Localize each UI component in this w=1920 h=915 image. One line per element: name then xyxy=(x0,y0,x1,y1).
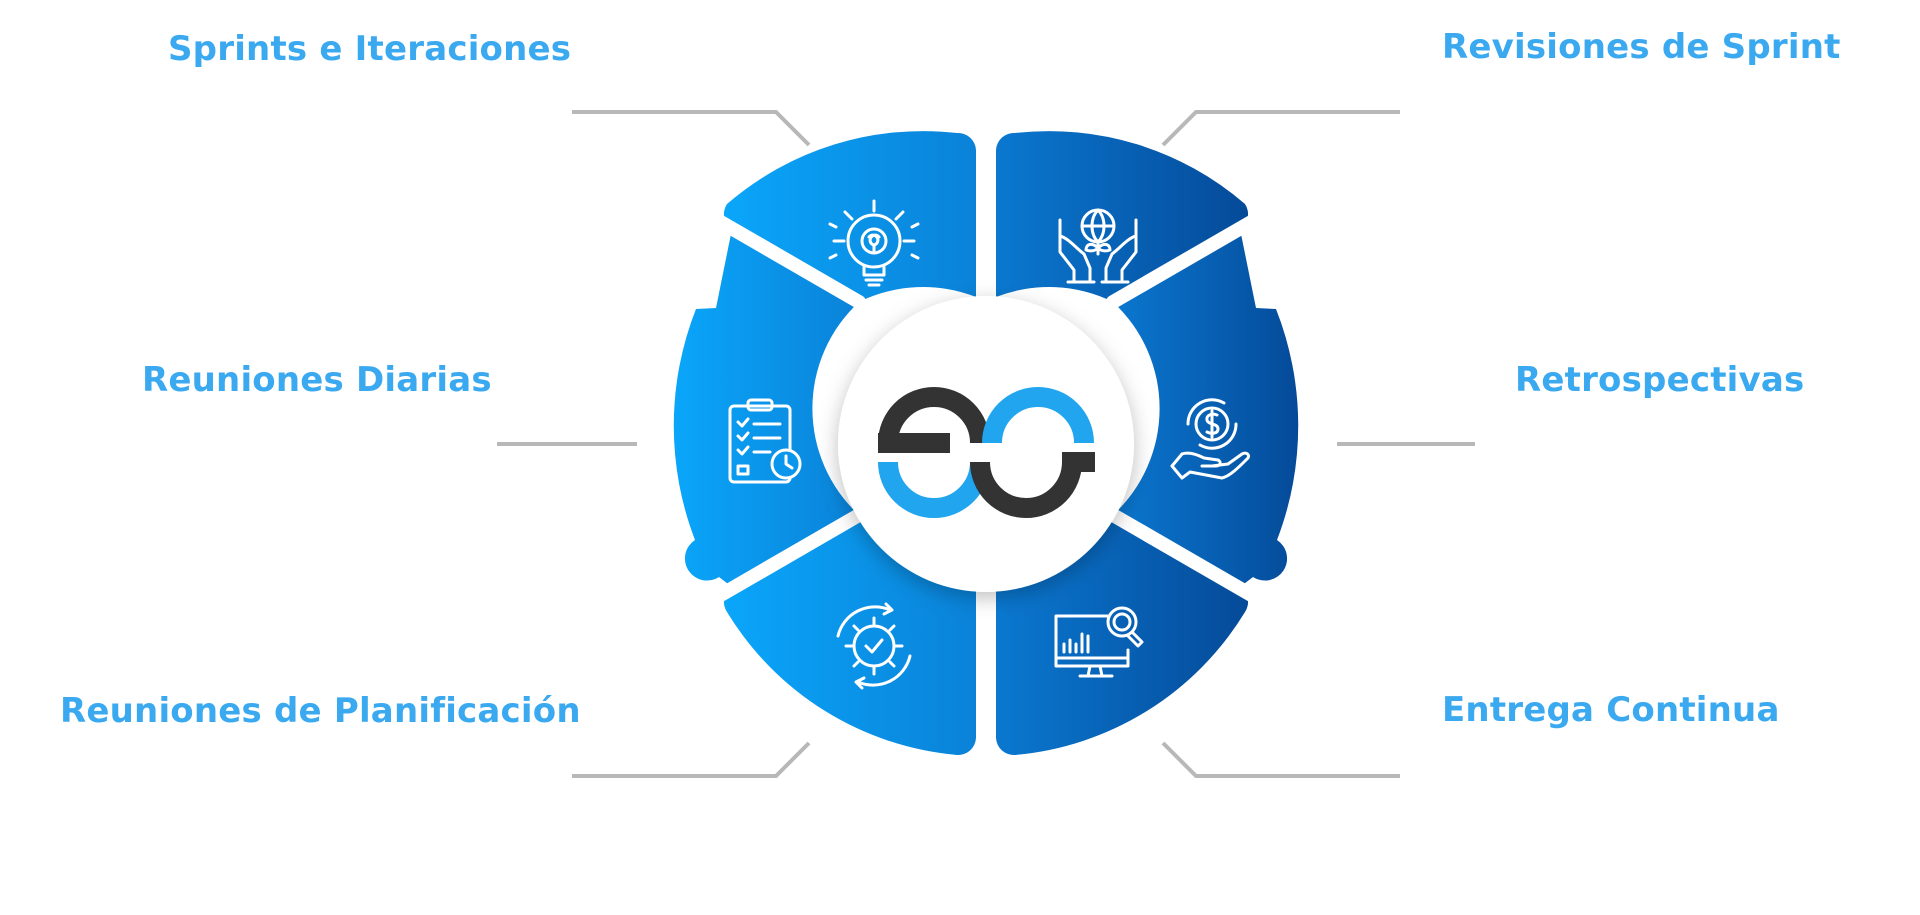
segment-planning xyxy=(723,515,976,756)
connector-planning xyxy=(572,741,811,778)
logo-c-dark xyxy=(970,461,1082,518)
connector-sprints xyxy=(572,110,811,147)
segment-dividers xyxy=(693,203,1279,614)
connector-lines xyxy=(497,110,1475,778)
gear-cycle-check-icon xyxy=(836,602,912,690)
hands-globe-plant-icon xyxy=(1058,208,1138,284)
logo-c-blue xyxy=(982,387,1094,444)
lightbulb-gear-icon xyxy=(828,199,920,287)
labels: Sprints e Iteraciones Reuniones Diarias … xyxy=(60,27,1841,731)
ec-logo xyxy=(878,387,1095,518)
connector-reviews xyxy=(1161,110,1400,147)
segment-daily xyxy=(673,229,859,587)
monitor-chart-magnifier-icon xyxy=(1054,606,1144,678)
hand-dollar-coin-icon xyxy=(1170,398,1250,480)
label-entrega-continua: Entrega Continua xyxy=(1442,690,1780,730)
label-reuniones-planificacion: Reuniones de Planificación xyxy=(60,691,581,731)
label-revisiones-sprint: Revisiones de Sprint xyxy=(1442,27,1841,67)
label-sprints-iteraciones: Sprints e Iteraciones xyxy=(168,29,571,69)
label-retrospectivas: Retrospectivas xyxy=(1515,360,1804,400)
clipboard-checklist-clock-icon xyxy=(728,398,802,484)
label-reuniones-diarias: Reuniones Diarias xyxy=(142,360,492,400)
center-circle xyxy=(838,296,1134,592)
logo-e-dark xyxy=(878,387,990,444)
connector-delivery xyxy=(1161,741,1400,778)
